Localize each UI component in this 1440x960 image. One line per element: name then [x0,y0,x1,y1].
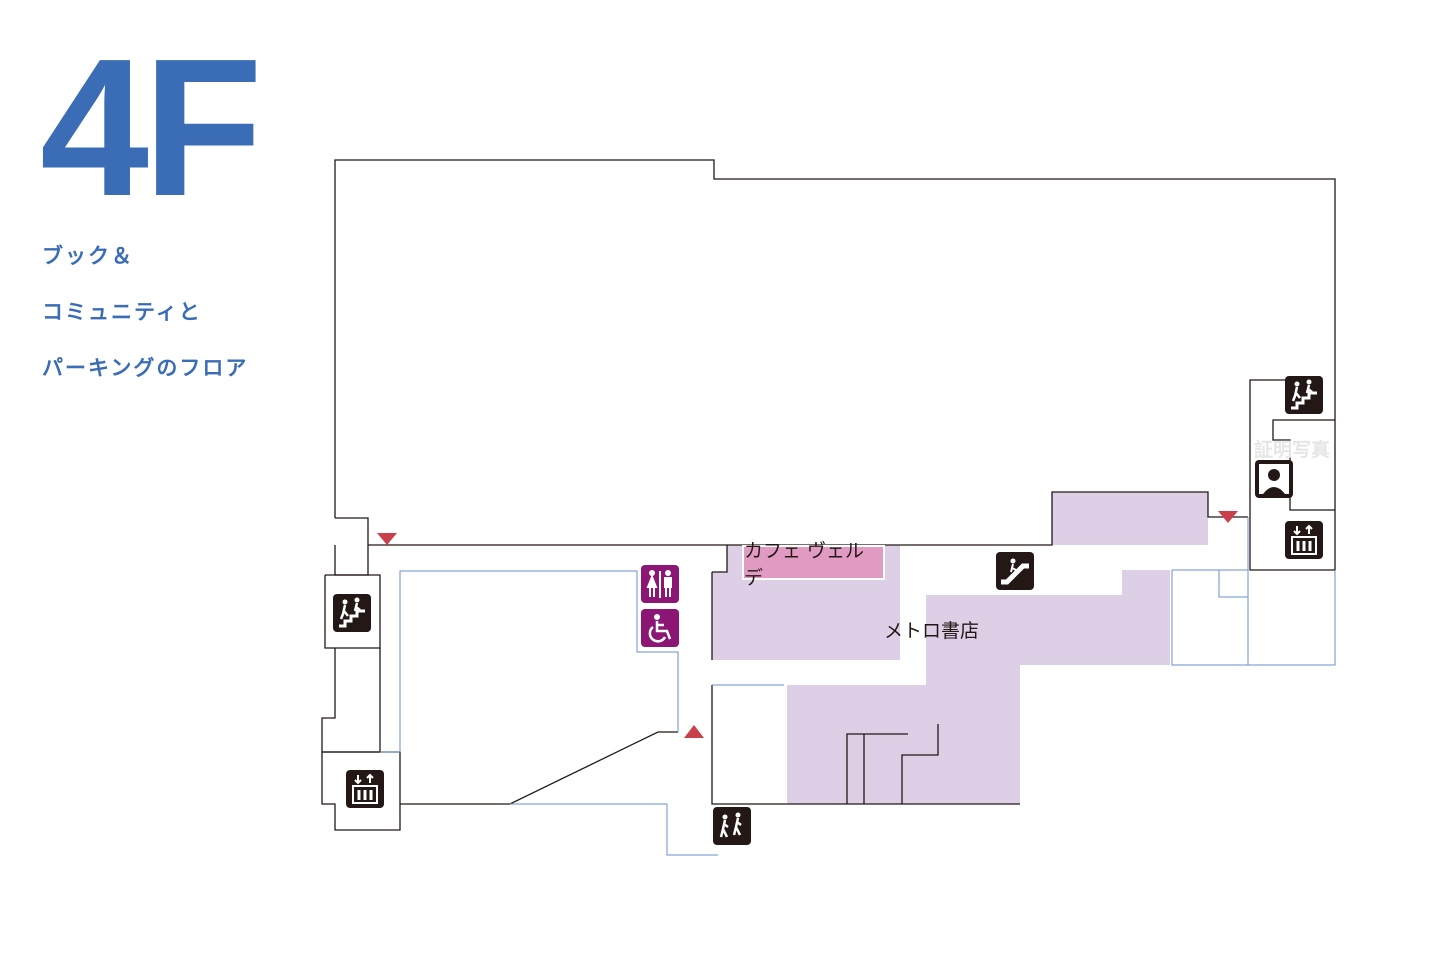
elevator-icon[interactable] [346,770,384,808]
escalator-icon[interactable] [996,552,1034,590]
zone-outlines [380,517,1336,856]
stairs-icon[interactable] [713,807,751,845]
store-area-east[interactable] [1052,492,1208,545]
floor-subtitle-3: パーキングのフロア [42,356,249,380]
elevator-icon[interactable] [1285,521,1323,559]
bookstore-label[interactable]: メトロ書店 [884,620,980,642]
wheelchair-icon[interactable] [641,609,679,647]
photo-booth-label: 証明写真 [1254,439,1331,461]
cafe-label[interactable]: カフェ ヴェルデ [742,540,885,589]
floor-subtitle-1: ブック＆ [42,244,134,268]
walls [321,159,1336,831]
entrance-arrow-icon [377,533,397,545]
floor-number: 4F [40,18,263,237]
floor-subtitle-2: コミュニティと [42,300,202,324]
restroom-icon[interactable] [641,565,679,603]
entrance-arrow-icon [1218,511,1238,523]
entrance-arrow-icon [684,725,704,738]
photo-booth-icon[interactable] [1255,460,1293,498]
stairs-icon[interactable] [1285,376,1323,414]
bookstore-area[interactable] [787,570,1170,804]
stairs-icon[interactable] [333,594,371,632]
